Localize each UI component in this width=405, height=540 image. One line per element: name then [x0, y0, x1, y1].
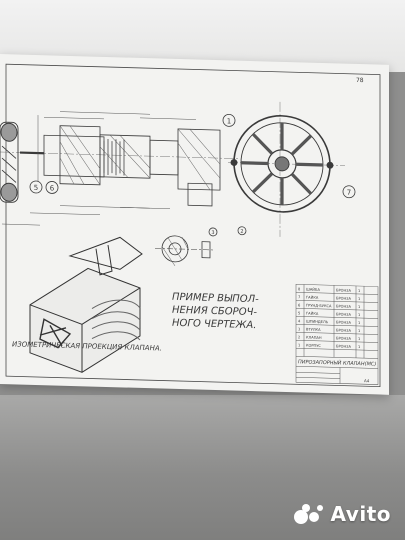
balloon-2: 2	[240, 229, 243, 235]
svg-text:1: 1	[298, 343, 300, 347]
drawing-sheet: 78	[0, 54, 389, 395]
balloon-7: 7	[347, 189, 351, 197]
balloon-3: 3	[211, 230, 214, 236]
handwheel-front-view	[230, 115, 334, 213]
svg-text:1: 1	[358, 289, 360, 293]
floor-background	[0, 395, 405, 540]
engineering-drawing: 78	[0, 63, 381, 388]
isometric-projection	[29, 236, 143, 373]
svg-text:БРОНЗА: БРОНЗА	[336, 336, 351, 340]
parts-row: 6 ГРУНД-БУКСА БРОНЗА 1	[298, 303, 360, 309]
valve-assembly-section	[20, 125, 221, 207]
svg-text:БРОНЗА: БРОНЗА	[336, 328, 351, 332]
svg-text:2: 2	[298, 335, 300, 339]
sheet-frame	[5, 63, 381, 388]
sheet-format: А4	[364, 378, 370, 383]
svg-text:ГРУНД-БУКСА: ГРУНД-БУКСА	[306, 304, 332, 309]
svg-text:БРОНЗА: БРОНЗА	[336, 344, 351, 348]
parts-row: 1 КОРПУС БРОНЗА 1	[298, 343, 360, 349]
svg-text:1: 1	[358, 297, 360, 301]
svg-text:ГАЙКА: ГАЙКА	[306, 295, 319, 300]
svg-text:ГАЙКА: ГАЙКА	[306, 311, 319, 316]
avito-brand-text: Avito	[330, 502, 391, 526]
parts-row: 7 ГАЙКА БРОНЗА 1	[298, 295, 360, 302]
balloon-1: 1	[227, 117, 231, 125]
svg-text:БРОНЗА: БРОНЗА	[336, 288, 351, 292]
parts-list-rows: 8 ШАЙБА БРОНЗА 1 7 ГАЙКА БРОНЗА 1 6 ГРУН…	[298, 287, 360, 350]
svg-text:6: 6	[298, 303, 301, 307]
svg-text:КОРПУС: КОРПУС	[306, 344, 321, 348]
caption-main: ПРИМЕР ВЫПОЛ- НЕНИЯ СБОРОЧ- НОГО ЧЕРТЕЖА…	[172, 292, 259, 331]
caption-line-2: НЕНИЯ СБОРОЧ-	[172, 305, 257, 318]
dimension-lines	[2, 111, 196, 226]
page-number: 78	[356, 77, 364, 84]
avito-watermark: Avito	[292, 502, 391, 526]
svg-text:1: 1	[358, 321, 360, 325]
svg-text:БРОНЗА: БРОНЗА	[336, 304, 351, 308]
caption-line-1: ПРИМЕР ВЫПОЛ-	[172, 292, 259, 305]
svg-text:4: 4	[298, 319, 301, 323]
handwheel-section	[0, 121, 19, 203]
balloon-5: 5	[34, 184, 38, 192]
parts-row: 8 ШАЙБА БРОНЗА 1	[298, 287, 360, 294]
parts-row: 5 ГАЙКА БРОНЗА 1	[298, 311, 360, 318]
svg-text:7: 7	[298, 295, 300, 299]
balloon-6: 6	[50, 184, 55, 192]
parts-row: 2 КЛАПАН БРОНЗА 1	[298, 335, 360, 341]
svg-text:3: 3	[298, 327, 300, 331]
svg-text:1: 1	[358, 313, 360, 317]
avito-logo-icon	[293, 504, 323, 524]
svg-text:ШАЙБА: ШАЙБА	[306, 287, 320, 292]
svg-text:1: 1	[358, 345, 360, 349]
svg-text:КЛАПАН: КЛАПАН	[306, 336, 322, 340]
parts-row: 4 ШПИНДЕЛЬ БРОНЗА 1	[298, 319, 360, 325]
svg-text:1: 1	[358, 305, 360, 309]
svg-text:БРОНЗА: БРОНЗА	[336, 296, 351, 300]
parts-row: 3 ВТУЛКА БРОНЗА 1	[298, 327, 360, 333]
svg-text:ВТУЛКА: ВТУЛКА	[306, 328, 321, 332]
title-block-name: ПИРОЗАПОРНЫЙ КЛАПАН(МС)	[298, 358, 376, 367]
caption-line-3: НОГО ЧЕРТЕЖА.	[172, 318, 256, 331]
svg-text:ШПИНДЕЛЬ: ШПИНДЕЛЬ	[306, 320, 329, 325]
svg-text:БРОНЗА: БРОНЗА	[336, 320, 351, 324]
balloon-labels: 1 2 3 5 6 7	[34, 117, 351, 236]
svg-text:1: 1	[358, 337, 360, 341]
svg-text:8: 8	[298, 287, 301, 291]
svg-text:БРОНЗА: БРОНЗА	[336, 312, 351, 316]
svg-text:5: 5	[298, 311, 300, 315]
part-balloons	[29, 113, 356, 237]
cross-section-view	[155, 235, 215, 267]
svg-text:1: 1	[358, 329, 360, 333]
parts-list-table	[295, 284, 379, 385]
